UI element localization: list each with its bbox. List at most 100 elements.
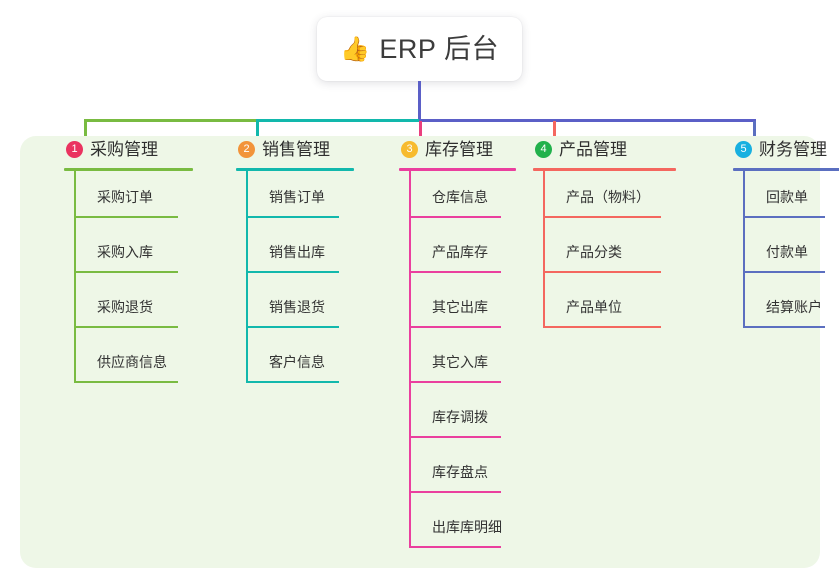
leaf-node-rule (409, 491, 501, 493)
leaf-node[interactable]: 其它入库 (399, 336, 516, 391)
leaf-node[interactable]: 销售出库 (236, 226, 354, 281)
leaf-node-label: 客户信息 (269, 354, 325, 370)
leaf-node[interactable]: 采购订单 (64, 171, 193, 226)
leaf-node-label: 采购入库 (97, 244, 153, 260)
leaf-node[interactable]: 采购入库 (64, 226, 193, 281)
branch-header-rule-1 (64, 168, 193, 171)
leaf-node[interactable]: 客户信息 (236, 336, 354, 391)
root-node-label: ERP 后台 (379, 33, 499, 64)
leaf-node-rule (74, 326, 178, 328)
leaf-node-rule (743, 216, 825, 218)
branch-spine-5 (743, 171, 745, 328)
branch-leaf-list-2: 销售订单销售出库销售退货客户信息 (236, 171, 354, 391)
leaf-node-label: 采购订单 (97, 189, 153, 205)
leaf-node-rule (246, 381, 339, 383)
branch-title-1: 采购管理 (90, 139, 158, 159)
branches-panel: 1 采购管理 采购订单采购入库采购退货供应商信息 2 销售管理 销售订单销售出库… (20, 136, 839, 568)
leaf-node[interactable]: 产品库存 (399, 226, 516, 281)
leaf-node-label: 产品库存 (432, 244, 488, 260)
leaf-node-label: 付款单 (766, 244, 808, 260)
leaf-node-label: 其它出库 (432, 299, 488, 315)
leaf-node-rule (543, 271, 661, 273)
bus-segment-2 (256, 119, 419, 122)
leaf-node[interactable]: 产品单位 (533, 281, 676, 336)
leaf-node[interactable]: 结算账户 (733, 281, 839, 336)
leaf-node-label: 出库库明细 (432, 519, 502, 535)
leaf-node-rule (409, 271, 501, 273)
branch-header-1[interactable]: 1 采购管理 (64, 136, 193, 162)
leaf-node-label: 采购退货 (97, 299, 153, 315)
branch-spine-4 (543, 171, 545, 328)
leaf-node[interactable]: 采购退货 (64, 281, 193, 336)
branch-badge-1: 1 (66, 140, 83, 158)
branch-header-rule-4 (533, 168, 676, 171)
leaf-node-rule (74, 271, 178, 273)
branch-title-2: 销售管理 (262, 139, 330, 159)
leaf-node[interactable]: 库存调拨 (399, 391, 516, 446)
leaf-node-label: 仓库信息 (432, 189, 488, 205)
leaf-node[interactable]: 其它出库 (399, 281, 516, 336)
leaf-node-label: 回款单 (766, 189, 808, 205)
root-stem-connector (418, 81, 421, 121)
branch-column-inventory: 3 库存管理 仓库信息产品库存其它出库其它入库库存调拨库存盘点出库库明细 (399, 136, 516, 556)
leaf-node[interactable]: 产品分类 (533, 226, 676, 281)
branch-header-rule-5 (733, 168, 839, 171)
leaf-node-label: 产品单位 (566, 299, 622, 315)
leaf-node-label: 产品（物料） (566, 189, 650, 205)
bus-segment-3 (419, 119, 756, 122)
branch-leaf-list-5: 回款单付款单结算账户 (733, 171, 839, 336)
branch-spine-3 (409, 171, 411, 548)
branch-leaf-list-1: 采购订单采购入库采购退货供应商信息 (64, 171, 193, 391)
leaf-node[interactable]: 销售退货 (236, 281, 354, 336)
leaf-node-rule (409, 216, 501, 218)
branch-spine-1 (74, 171, 76, 383)
branch-column-finance: 5 财务管理 回款单付款单结算账户 (733, 136, 839, 336)
leaf-node[interactable]: 供应商信息 (64, 336, 193, 391)
branch-column-product: 4 产品管理 产品（物料） 产品分类产品单位 (533, 136, 676, 336)
leaf-node-label: 其它入库 (432, 354, 488, 370)
branch-header-5[interactable]: 5 财务管理 (733, 136, 839, 162)
leaf-node[interactable]: 库存盘点 (399, 446, 516, 501)
leaf-node-rule (246, 326, 339, 328)
leaf-node-rule (543, 326, 661, 328)
leaf-node[interactable]: 仓库信息 (399, 171, 516, 226)
leaf-node[interactable]: 回款单 (733, 171, 839, 226)
leaf-node-rule (743, 326, 825, 328)
leaf-node-label: 产品分类 (566, 244, 622, 260)
branch-header-rule-2 (236, 168, 354, 171)
branch-leaf-list-3: 仓库信息产品库存其它出库其它入库库存调拨库存盘点出库库明细 (399, 171, 516, 556)
leaf-node-rule (246, 271, 339, 273)
leaf-node-rule (409, 381, 501, 383)
branch-column-sales: 2 销售管理 销售订单销售出库销售退货客户信息 (236, 136, 354, 391)
bus-segment-1 (84, 119, 256, 122)
branch-badge-2: 2 (238, 140, 255, 158)
leaf-node-rule (409, 326, 501, 328)
leaf-node-rule (543, 216, 661, 218)
leaf-node-label: 结算账户 (766, 299, 822, 315)
leaf-node-rule (74, 216, 178, 218)
leaf-node-label: 库存调拨 (432, 409, 488, 425)
leaf-node-rule (74, 381, 178, 383)
branch-spine-2 (246, 171, 248, 383)
root-node-card[interactable]: 👍 ERP 后台 (317, 17, 522, 81)
leaf-node-rule (743, 271, 825, 273)
thumbs-up-icon: 👍 (340, 35, 371, 63)
leaf-node-rule (409, 436, 501, 438)
leaf-node[interactable]: 产品（物料） (533, 171, 676, 226)
branch-header-2[interactable]: 2 销售管理 (236, 136, 354, 162)
branch-header-rule-3 (399, 168, 516, 171)
branch-column-purchasing: 1 采购管理 采购订单采购入库采购退货供应商信息 (64, 136, 193, 391)
leaf-node-label: 销售退货 (269, 299, 325, 315)
leaf-node[interactable]: 出库库明细 (399, 501, 516, 556)
branch-header-3[interactable]: 3 库存管理 (399, 136, 516, 162)
branch-title-4: 产品管理 (559, 139, 627, 159)
branch-header-4[interactable]: 4 产品管理 (533, 136, 676, 162)
root-node-title: 👍 ERP 后台 (340, 33, 499, 64)
branch-title-5: 财务管理 (759, 139, 827, 159)
branch-badge-5: 5 (735, 140, 752, 158)
leaf-node[interactable]: 销售订单 (236, 171, 354, 226)
leaf-node-rule (246, 216, 339, 218)
leaf-node[interactable]: 付款单 (733, 226, 839, 281)
leaf-node-label: 销售出库 (269, 244, 325, 260)
